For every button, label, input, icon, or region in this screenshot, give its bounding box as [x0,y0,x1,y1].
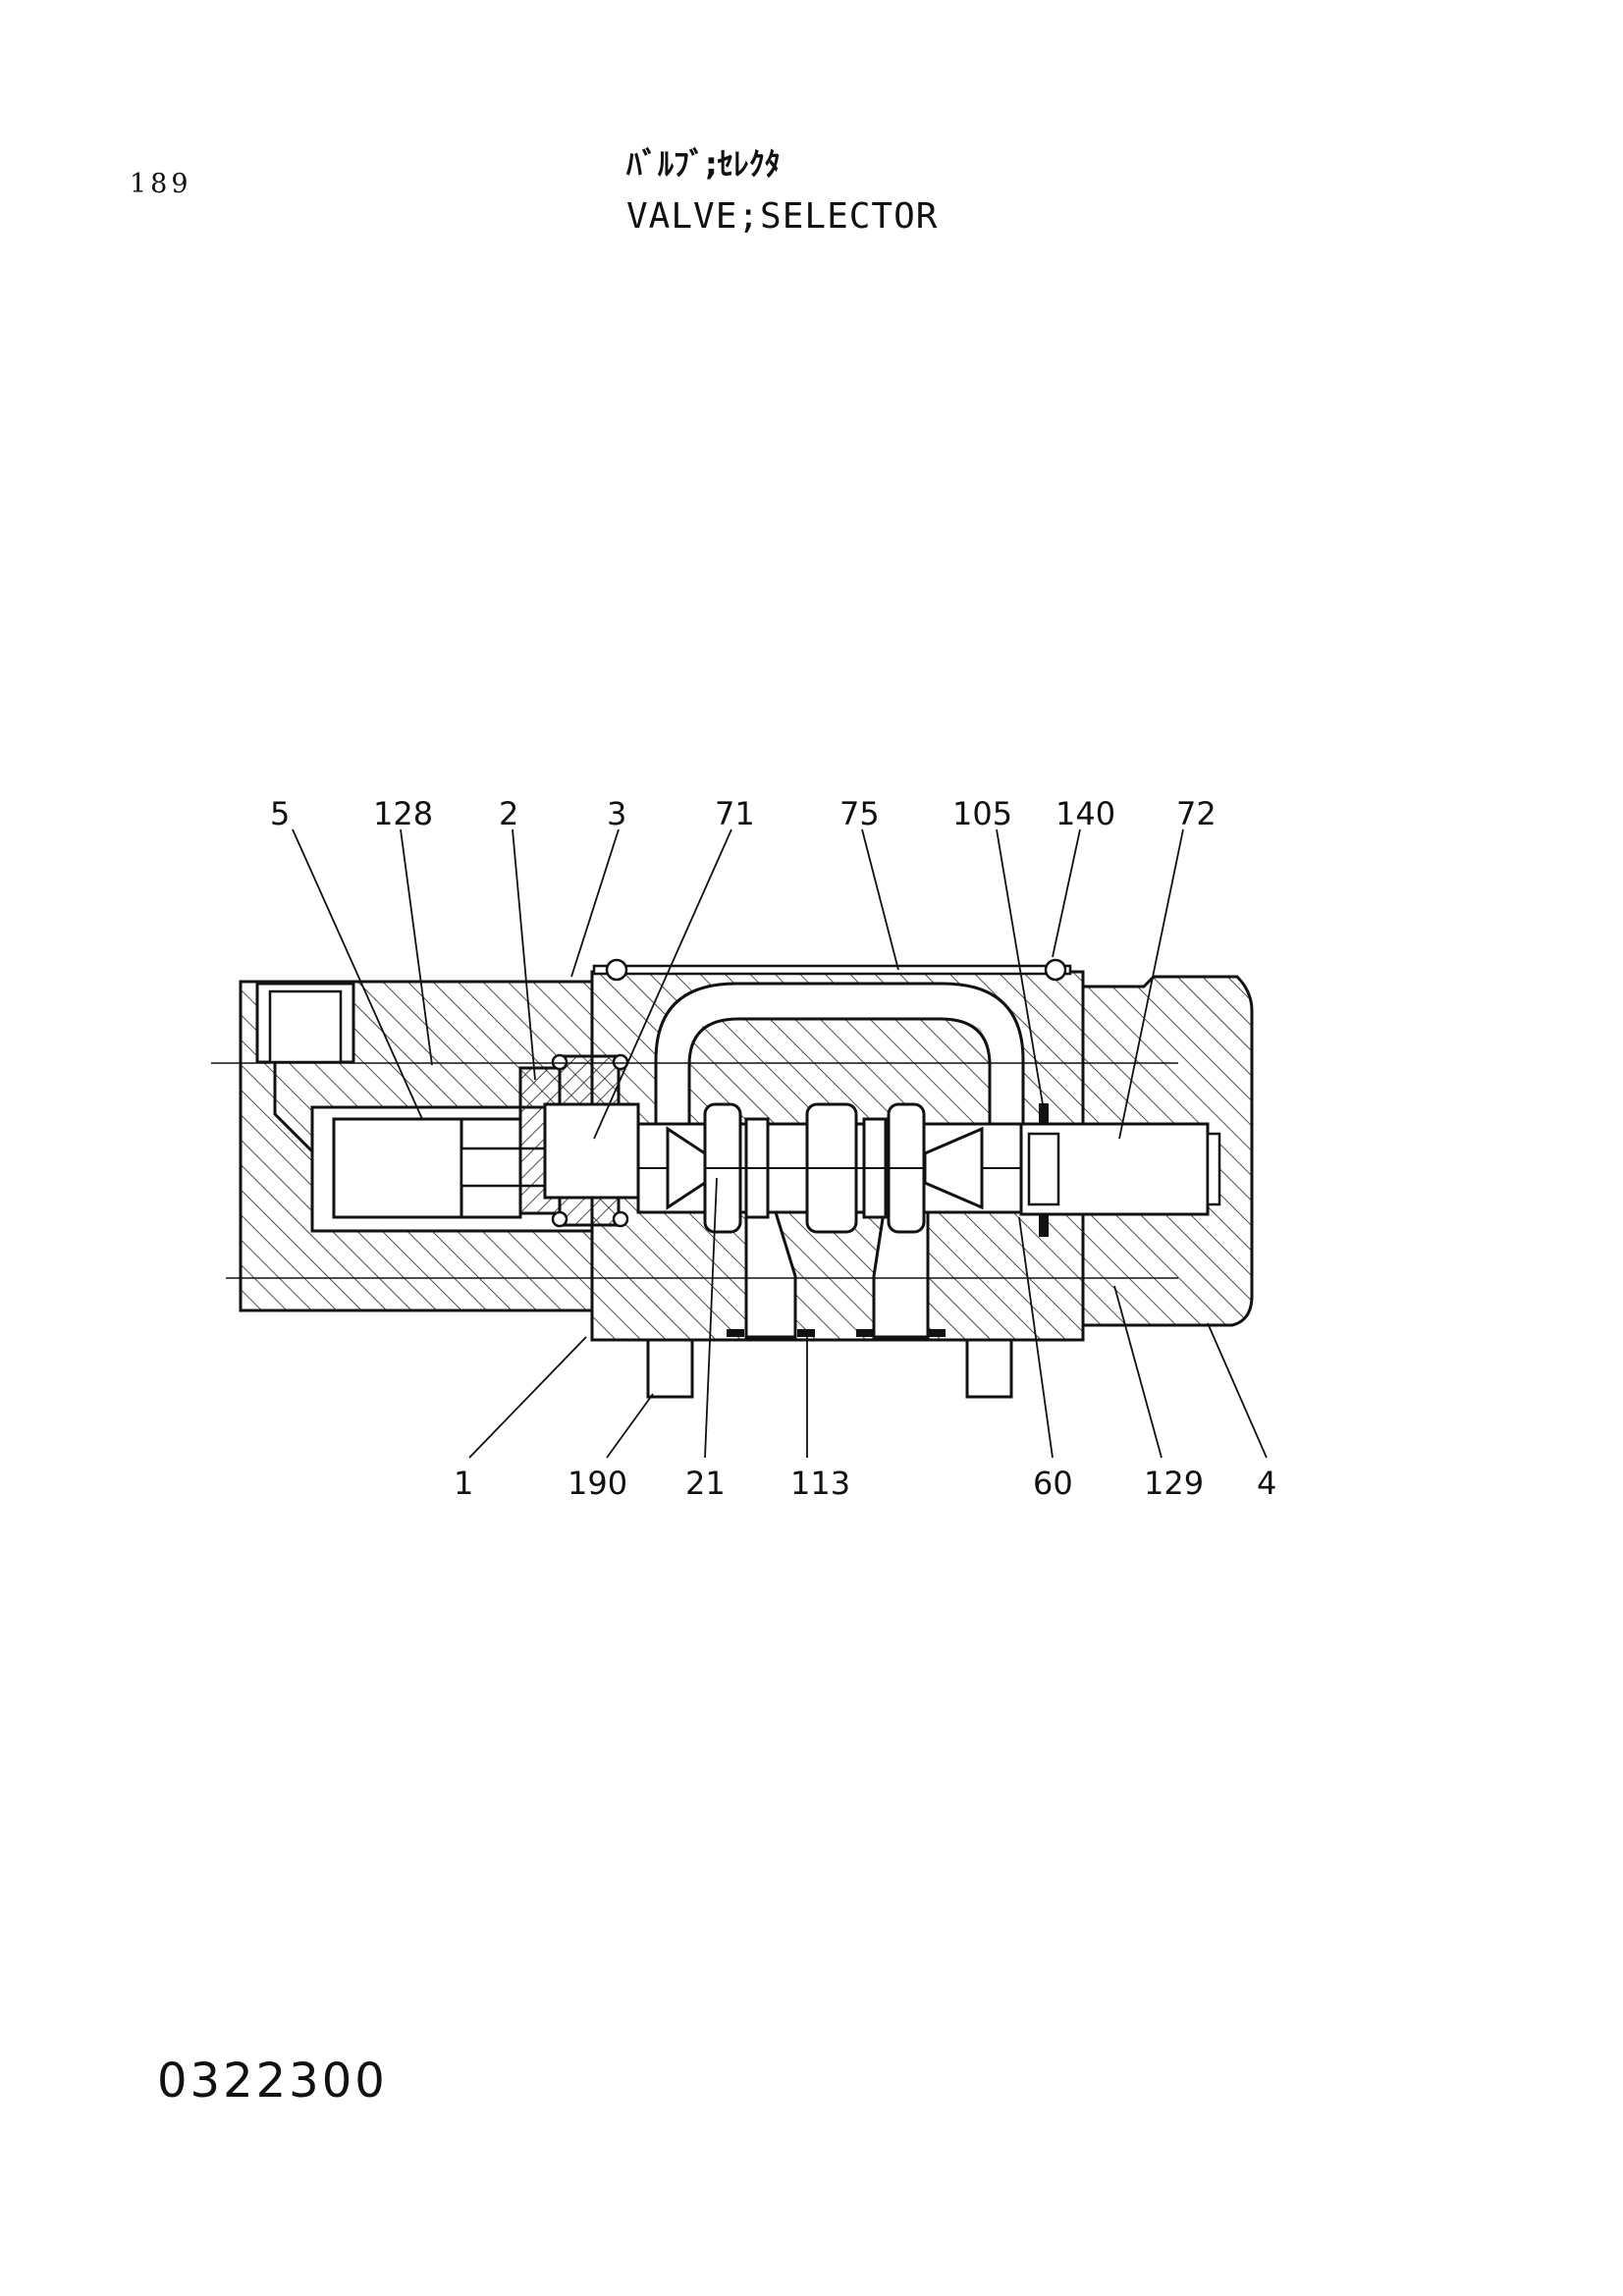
callout-140: 140 [1055,795,1115,832]
callout-4: 4 [1257,1465,1276,1502]
center-body [590,970,1085,1399]
callout-72: 72 [1176,795,1217,832]
callout-3: 3 [607,795,626,832]
callout-60: 60 [1033,1465,1073,1502]
callout-105: 105 [952,795,1012,832]
page-number: 189 [130,169,192,199]
callout-128: 128 [373,795,433,832]
piston-and-plug [518,1053,640,1228]
callouts-bottom: 1 190 21 113 60 129 4 [454,1465,1276,1502]
callout-75: 75 [839,795,880,832]
callout-5: 5 [270,795,290,832]
callout-71: 71 [715,795,755,832]
title-english: VALVE;SELECTOR [626,196,939,237]
callout-129: 129 [1144,1465,1204,1502]
title-katakana: ﾊﾞﾙﾌﾞ;ｾﾚｸﾀ [626,145,781,183]
drawing-number: 0322300 [157,2054,388,2109]
callout-113: 113 [790,1465,850,1502]
callout-1: 1 [454,1465,473,1502]
leader-lines [292,828,1268,1459]
callout-2: 2 [499,795,518,832]
callout-190: 190 [568,1465,627,1502]
callout-21: 21 [685,1465,726,1502]
top-plate [592,964,1072,976]
callouts-top: 5 128 2 3 71 75 105 140 72 [270,795,1217,832]
